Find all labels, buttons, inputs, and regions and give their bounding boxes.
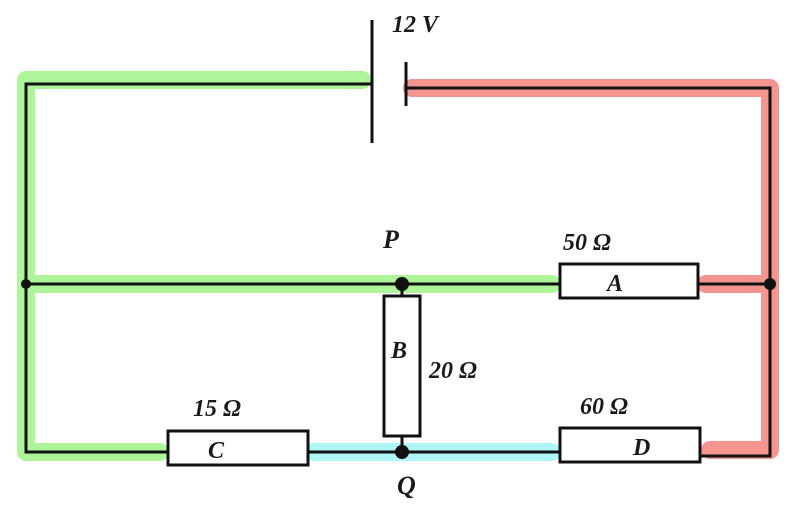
resistor-b-label: B [390, 338, 407, 364]
resistor-a-value: 50 Ω [563, 230, 611, 256]
resistor-d: D 60 Ω [558, 394, 702, 464]
node-p-dot [395, 277, 409, 291]
resistor-a-label: A [605, 271, 623, 297]
junction-left [21, 279, 31, 289]
resistor-c-label: C [208, 438, 225, 464]
highlight-green [17, 71, 561, 461]
resistor-d-value: 60 Ω [580, 394, 628, 420]
resistor-b-body [382, 294, 422, 438]
wires [24, 82, 772, 458]
resistor-b: B 20 Ω [382, 294, 477, 438]
battery: 12 V [370, 12, 440, 143]
resistor-a: A 50 Ω [558, 230, 700, 300]
resistor-a-body [558, 262, 700, 300]
resistor-d-label: D [632, 435, 650, 461]
resistor-d-body [558, 426, 702, 464]
resistor-b-value: 20 Ω [428, 358, 477, 384]
junction-right [764, 278, 776, 290]
resistor-c-body [166, 429, 310, 467]
resistor-c-value: 15 Ω [193, 396, 241, 422]
battery-label: 12 V [392, 12, 440, 38]
node-p-label: P [382, 225, 400, 254]
wire-right-loop [406, 86, 772, 458]
node-q-label: Q [397, 471, 416, 500]
resistor-c: C 15 Ω [166, 396, 310, 467]
node-q-dot [395, 445, 409, 459]
wire-left-loop [24, 82, 372, 454]
junctions [21, 277, 776, 459]
